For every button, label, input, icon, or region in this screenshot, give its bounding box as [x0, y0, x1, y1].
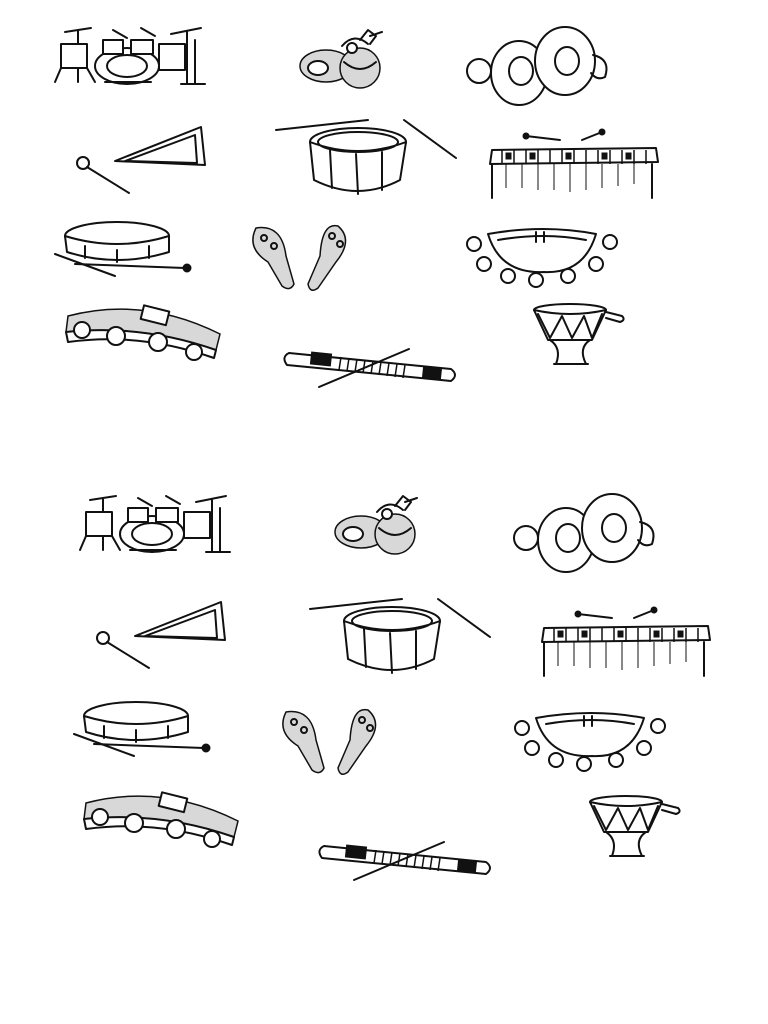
snare-drum-icon [309, 598, 491, 674]
jingle-bells-icon [514, 712, 666, 772]
instrument-set-1 [54, 26, 659, 388]
guiro-icon [318, 841, 491, 881]
djembe-icon [533, 303, 625, 365]
guiro-icon [283, 348, 456, 388]
cymbals-icon [513, 493, 655, 573]
tambour-drum-icon [54, 221, 192, 277]
tambour-drum-icon [73, 701, 211, 757]
tambourine-icon [83, 791, 239, 848]
instrument-set-2 [73, 493, 711, 881]
triangle-icon [76, 126, 206, 194]
triangle-icon [96, 601, 226, 669]
snare-drum-icon [275, 119, 457, 195]
maracas-icon [281, 708, 377, 776]
jingle-bells-icon [466, 228, 618, 288]
drum-kit-icon [79, 495, 231, 553]
xylophone-icon [541, 606, 711, 677]
castanets-icon [299, 29, 383, 89]
drum-kit-icon [54, 27, 206, 85]
castanets-icon [334, 495, 418, 555]
tambourine-icon [65, 304, 221, 361]
cymbals-icon [466, 26, 608, 106]
xylophone-icon [489, 128, 659, 199]
maracas-icon [251, 224, 347, 292]
djembe-icon [589, 795, 681, 857]
